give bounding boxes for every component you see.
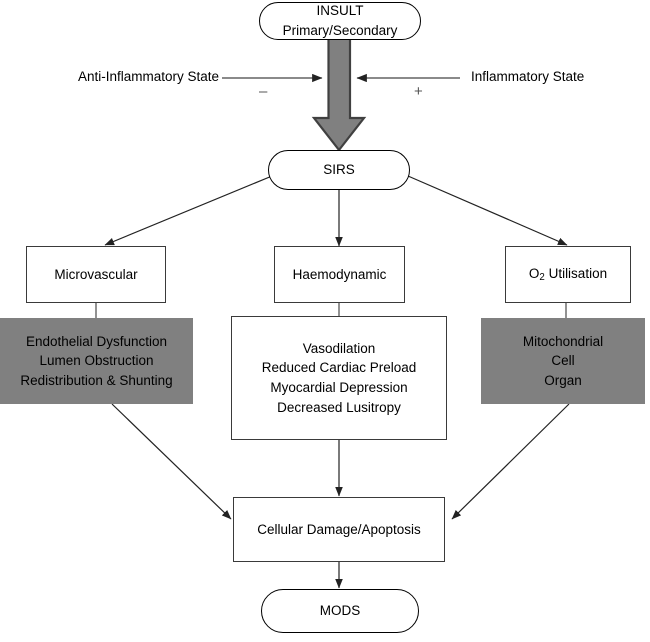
node-haemodynamic[interactable]: Haemodynamic xyxy=(274,246,405,303)
haemodynamic-detail-line-4: Decreased Lusitropy xyxy=(277,399,401,415)
haemodynamic-detail-line-1: Vasodilation xyxy=(302,340,376,356)
o2-label-prefix: O xyxy=(528,265,540,281)
node-mods[interactable]: MODS xyxy=(261,589,419,633)
node-mods-label: MODS xyxy=(319,603,361,619)
node-haemodynamic-label: Haemodynamic xyxy=(292,266,387,282)
o2-label-suffix: Utilisation xyxy=(544,265,608,281)
node-o2-detail[interactable]: Mitochondrial Cell Organ xyxy=(481,318,645,404)
microvascular-detail-line-3: Redistribution & Shunting xyxy=(20,372,173,388)
node-o2-utilisation[interactable]: O2 Utilisation xyxy=(505,246,631,303)
node-microvascular[interactable]: Microvascular xyxy=(26,246,166,303)
microvascular-detail-line-2: Lumen Obstruction xyxy=(39,353,154,369)
minus-sign-label: – xyxy=(259,83,268,100)
microvascular-detail-to-cellular-damage-arrow xyxy=(111,403,232,520)
node-insult[interactable]: INSULT Primary/Secondary xyxy=(259,2,421,40)
o2-detail-line-3: Organ xyxy=(544,372,582,388)
node-cellular-damage-label: Cellular Damage/Apoptosis xyxy=(257,521,421,537)
o2-detail-to-cellular-damage-arrow xyxy=(451,403,570,520)
microvascular-detail-line-1: Endothelial Dysfunction xyxy=(25,333,168,349)
node-haemodynamic-detail[interactable]: Vasodilation Reduced Cardiac Preload Myo… xyxy=(231,316,447,440)
anti-inflammatory-state-label: Anti-Inflammatory State xyxy=(78,69,220,84)
sirs-to-o2-arrow xyxy=(407,175,568,246)
o2-label-subscript: 2 xyxy=(539,272,545,284)
node-cellular-damage[interactable]: Cellular Damage/Apoptosis xyxy=(233,497,445,562)
node-o2-utilisation-label: O2 Utilisation xyxy=(529,264,607,285)
o2-detail-line-1: Mitochondrial xyxy=(522,333,604,349)
insult-to-sirs-thick-arrow xyxy=(311,36,367,152)
node-sirs[interactable]: SIRS xyxy=(268,150,410,190)
inflammatory-state-label: Inflammatory State xyxy=(471,69,585,84)
sirs-to-microvascular-arrow xyxy=(104,175,273,246)
node-sirs-label: SIRS xyxy=(323,162,355,178)
node-insult-line1: INSULT xyxy=(316,3,364,19)
o2-detail-line-2: Cell xyxy=(551,353,575,369)
node-microvascular-label: Microvascular xyxy=(54,266,138,282)
haemodynamic-detail-line-3: Myocardial Depression xyxy=(270,380,408,395)
node-insult-line2: Primary/Secondary xyxy=(282,23,398,38)
plus-sign-label: + xyxy=(414,83,423,100)
haemodynamic-detail-line-2: Reduced Cardiac Preload xyxy=(261,360,417,376)
node-microvascular-detail[interactable]: Endothelial Dysfunction Lumen Obstructio… xyxy=(0,318,193,404)
